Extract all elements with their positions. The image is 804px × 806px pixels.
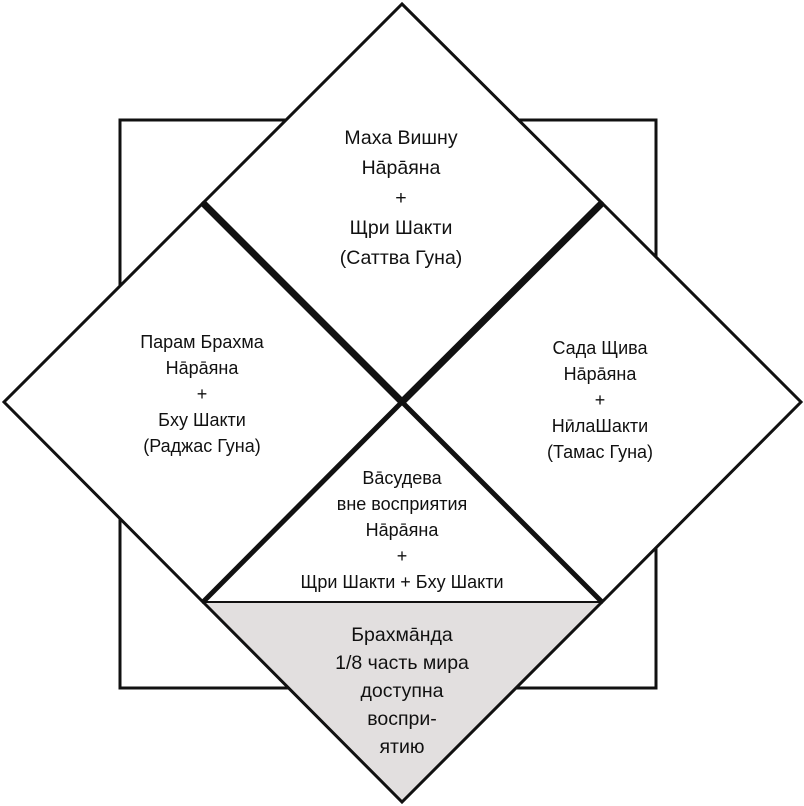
label-line: (Раджас Гуна) [143,436,261,456]
label-line: + [395,187,407,209]
label-line: Бху Шакти [158,410,246,430]
label-line: воспри- [367,708,437,730]
label-line: вне восприятия [336,494,468,514]
label-line: + [594,390,606,410]
label-line: Нāрāяна [165,358,239,378]
label-line: + [196,384,208,404]
right-region-label: Сада Щива Нāрāяна + НӣлаШакти (Тамас Гун… [470,335,730,465]
label-line: Щри Шакти [349,217,453,239]
label-line: Вāсудева [362,468,442,488]
top-region-label: Маха Вишну Нāрāяна + Щри Шакти (Саттва Г… [271,123,531,273]
center-region-label: Вāсудева вне восприятия Нāрāяна + Щри Ша… [272,465,532,595]
label-line: Парам Брахма [140,332,264,352]
brahmanda-shaded-region [203,602,602,802]
label-line: Сада Щива [552,338,648,358]
label-line: Нāрāяна [563,364,637,384]
label-line: Брахмāнда [351,624,453,646]
label-line: (Тамас Гуна) [546,442,654,462]
thick-separator-lower-left [201,400,404,604]
label-line: Щри Шакти + Бху Шакти [300,572,504,592]
bottom-diamond-outline [201,600,604,805]
label-line: Маха Вишну [344,127,458,149]
label-line: Нāрāяна [361,157,441,179]
bottom-region-label: Брахмāнда 1/8 часть мира доступна воспри… [272,621,532,761]
label-line: доступна [360,680,444,702]
label-line: ятию [379,736,425,758]
thick-separator-lower-right [400,400,604,604]
thick-separator-right [399,200,605,405]
label-line: (Саттва Гуна) [339,247,463,269]
label-line: + [396,546,408,566]
label-line: 1/8 часть мира [335,652,469,674]
thick-separator-left [200,200,405,405]
label-line: НӣлаШакти [551,416,649,436]
label-line: Нāрāяна [365,520,439,540]
left-region-label: Парам Брахма Нāрāяна + Бху Шакти (Раджас… [72,329,332,459]
